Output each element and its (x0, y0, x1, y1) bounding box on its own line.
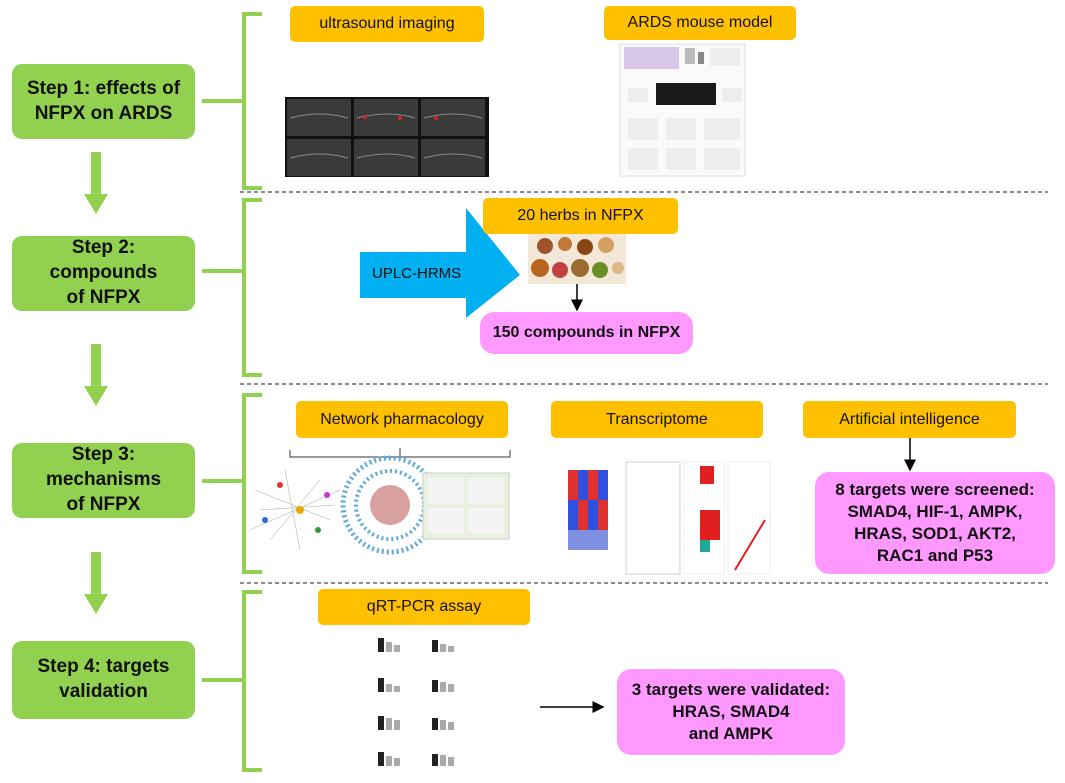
step-3-box: Step 3: mechanisms of NFPX (12, 443, 195, 518)
qrt-pcr-image (365, 623, 475, 778)
mouse-model-label: ARDS mouse model (604, 6, 796, 40)
herbs-label: 20 herbs in NFPX (483, 198, 678, 234)
step-arrow-2 (84, 344, 108, 406)
transcriptome-label: Transcriptome (551, 401, 763, 438)
herbs-image (528, 234, 626, 284)
ai-label: Artificial intelligence (803, 401, 1016, 438)
step-1-box: Step 1: effects of NFPX on ARDS (12, 64, 195, 139)
bracket-2 (202, 198, 262, 377)
transcriptome-image (548, 461, 771, 575)
step-arrow-1 (84, 152, 108, 214)
network-label: Network pharmacology (296, 401, 508, 438)
targets-validated-result: 3 targets were validated: HRAS, SMAD4 an… (617, 669, 845, 755)
ultrasound-image (285, 97, 489, 177)
bracket-1 (202, 12, 262, 190)
step-2-box: Step 2: compounds of NFPX (12, 236, 195, 311)
mouse-model-image (619, 43, 746, 177)
uplc-label: UPLC-HRMS (372, 265, 462, 282)
network-image (249, 448, 511, 555)
uplc-arrow (360, 208, 520, 318)
step-4-box: Step 4: targets validation (12, 641, 195, 719)
step-arrow-3 (84, 552, 108, 614)
compounds-result: 150 compounds in NFPX (480, 312, 693, 354)
bracket-3 (202, 393, 262, 574)
assay-label: qRT-PCR assay (318, 589, 530, 625)
ultrasound-label: ultrasound imaging (290, 6, 484, 42)
targets-screened-result: 8 targets were screened: SMAD4, HIF-1, A… (815, 472, 1055, 574)
bracket-4 (202, 590, 262, 772)
